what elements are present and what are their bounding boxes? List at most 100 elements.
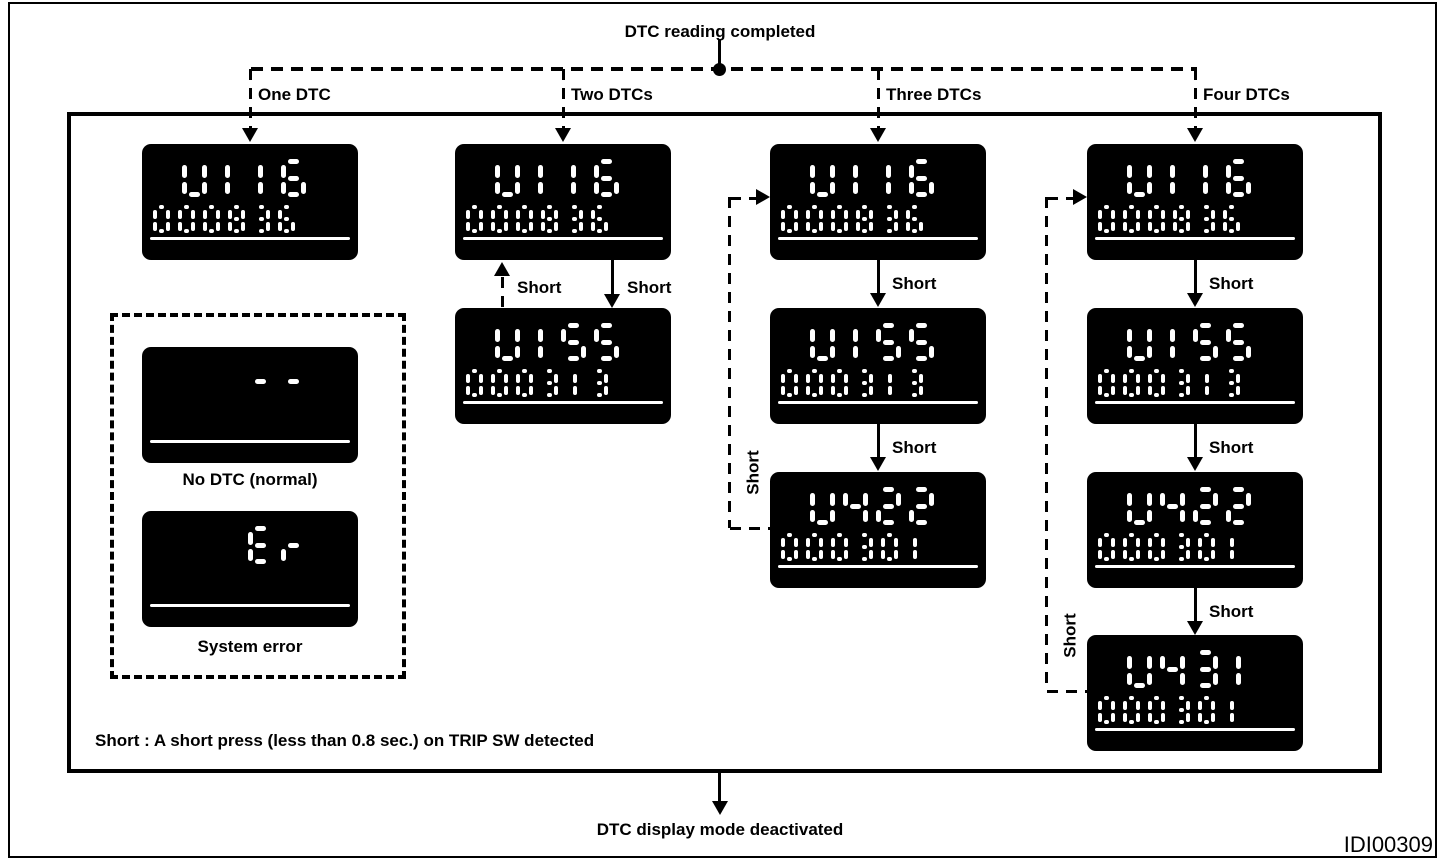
short-press-down-arrow-line bbox=[1193, 588, 1197, 622]
segment bbox=[1211, 550, 1215, 559]
branch-arrowhead bbox=[242, 128, 258, 142]
loop-vertical-dashed-line bbox=[1045, 197, 1048, 691]
segment bbox=[1170, 165, 1175, 178]
segment bbox=[812, 557, 817, 561]
branch-dashed-line bbox=[561, 69, 565, 128]
segment bbox=[862, 393, 867, 397]
segment bbox=[597, 381, 602, 385]
segment bbox=[1127, 672, 1132, 685]
segment bbox=[909, 181, 914, 194]
segment bbox=[806, 222, 810, 231]
segment bbox=[862, 205, 867, 209]
segment bbox=[1204, 557, 1209, 561]
segment bbox=[794, 210, 798, 219]
segment bbox=[887, 557, 892, 561]
segment bbox=[844, 386, 848, 395]
segment bbox=[234, 205, 239, 209]
segment bbox=[1104, 720, 1109, 724]
segment bbox=[817, 192, 828, 197]
segment bbox=[887, 386, 892, 395]
segment bbox=[522, 205, 527, 209]
segment bbox=[817, 520, 828, 525]
segment bbox=[844, 550, 848, 559]
segment bbox=[601, 192, 612, 197]
segment bbox=[529, 210, 533, 219]
segment bbox=[1134, 356, 1145, 361]
segment bbox=[182, 165, 187, 178]
loop-vertical-dashed-line bbox=[728, 197, 731, 528]
segment bbox=[881, 538, 885, 547]
segment bbox=[1179, 696, 1184, 700]
dtc-display bbox=[455, 308, 671, 424]
segment bbox=[781, 222, 785, 231]
lcd-underline bbox=[778, 401, 978, 404]
segment bbox=[541, 210, 545, 219]
segment bbox=[228, 222, 232, 231]
dtc-display bbox=[455, 144, 671, 260]
segment bbox=[579, 210, 583, 219]
lcd-underline bbox=[1095, 565, 1295, 568]
segment bbox=[284, 205, 289, 209]
segment bbox=[1129, 229, 1134, 233]
segment bbox=[1246, 345, 1251, 358]
lcd-underline bbox=[1095, 728, 1295, 731]
segment bbox=[516, 210, 520, 219]
segment bbox=[178, 210, 182, 219]
segment bbox=[1213, 672, 1218, 685]
segment bbox=[1136, 550, 1140, 559]
segment bbox=[862, 381, 867, 385]
segment bbox=[1147, 509, 1152, 522]
segment bbox=[597, 369, 602, 373]
segment bbox=[491, 210, 495, 219]
segment bbox=[1211, 222, 1215, 231]
segment bbox=[601, 159, 612, 164]
special-cases-dashed-box bbox=[110, 313, 406, 679]
segment bbox=[1203, 181, 1208, 194]
segment bbox=[881, 550, 885, 559]
segment bbox=[202, 165, 207, 178]
segment bbox=[1127, 329, 1132, 342]
segment bbox=[594, 329, 599, 342]
segment bbox=[1111, 386, 1115, 395]
segment bbox=[1170, 181, 1175, 194]
segment bbox=[810, 345, 815, 358]
segment bbox=[466, 386, 470, 395]
short-label: Short bbox=[892, 274, 937, 293]
segment bbox=[862, 229, 867, 233]
segment bbox=[1104, 557, 1109, 561]
segment bbox=[502, 192, 513, 197]
segment bbox=[255, 559, 266, 564]
segment bbox=[479, 222, 483, 231]
segment bbox=[516, 374, 520, 383]
segment bbox=[1136, 701, 1140, 710]
segment bbox=[547, 381, 552, 385]
segment bbox=[466, 374, 470, 383]
segment bbox=[1229, 369, 1234, 373]
segment bbox=[869, 538, 873, 547]
segment bbox=[1136, 374, 1140, 383]
segment bbox=[883, 503, 894, 509]
segment bbox=[1229, 205, 1234, 209]
segment bbox=[466, 222, 470, 231]
segment bbox=[228, 210, 232, 219]
segment bbox=[830, 329, 835, 342]
branch-dashed-line bbox=[248, 69, 252, 128]
segment bbox=[516, 386, 520, 395]
segment bbox=[541, 222, 545, 231]
segment bbox=[1186, 374, 1190, 383]
segment bbox=[909, 509, 914, 522]
exit-connector-line bbox=[718, 769, 721, 801]
segment bbox=[831, 538, 835, 547]
segment bbox=[869, 374, 873, 383]
segment bbox=[1204, 217, 1209, 221]
segment bbox=[1154, 720, 1159, 724]
segment bbox=[191, 210, 195, 219]
segment bbox=[1179, 533, 1184, 537]
segment bbox=[1229, 381, 1234, 385]
short-label: Short bbox=[627, 278, 672, 297]
segment bbox=[1179, 369, 1184, 373]
segment bbox=[547, 217, 552, 221]
segment bbox=[495, 181, 500, 194]
segment bbox=[1136, 713, 1140, 722]
segment bbox=[886, 165, 891, 178]
